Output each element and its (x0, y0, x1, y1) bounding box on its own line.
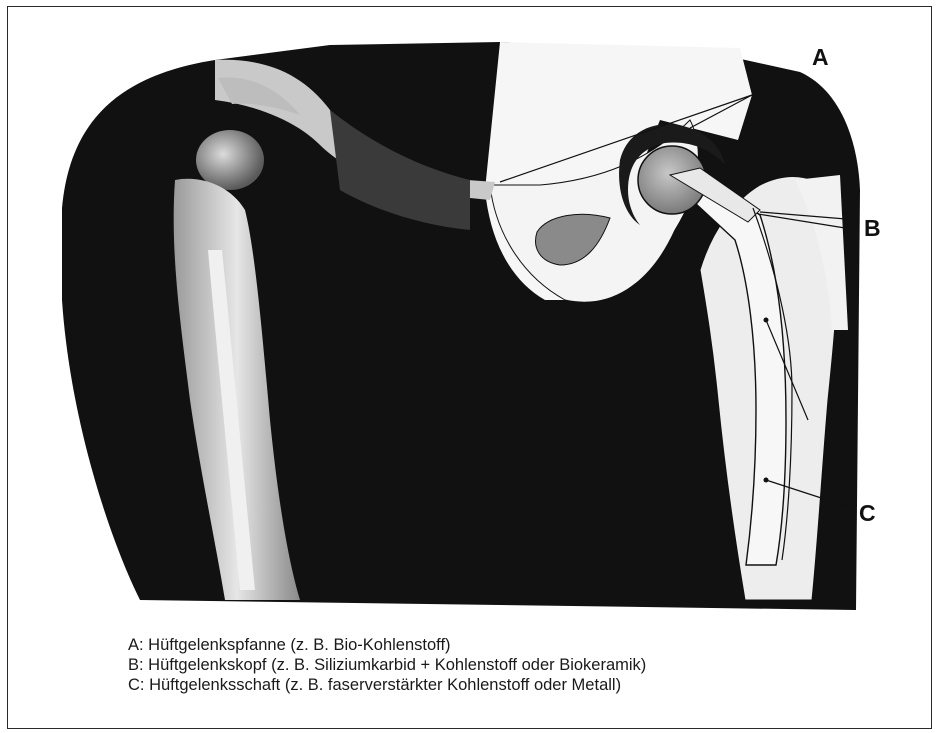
label-c: C (859, 502, 876, 525)
left-femoral-head (196, 130, 264, 190)
legend-item-a: A: Hüftgelenkspfanne (z. B. Bio-Kohlenst… (128, 635, 646, 655)
legend: A: Hüftgelenkspfanne (z. B. Bio-Kohlenst… (128, 635, 646, 695)
label-a: A (812, 46, 829, 69)
legend-item-c: C: Hüftgelenksschaft (z. B. faserverstär… (128, 675, 646, 695)
pointer-dot (764, 478, 769, 483)
label-b: B (864, 217, 881, 240)
pointer-dot (764, 318, 769, 323)
legend-item-b: B: Hüftgelenkskopf (z. B. Siliziumkarbid… (128, 655, 646, 675)
